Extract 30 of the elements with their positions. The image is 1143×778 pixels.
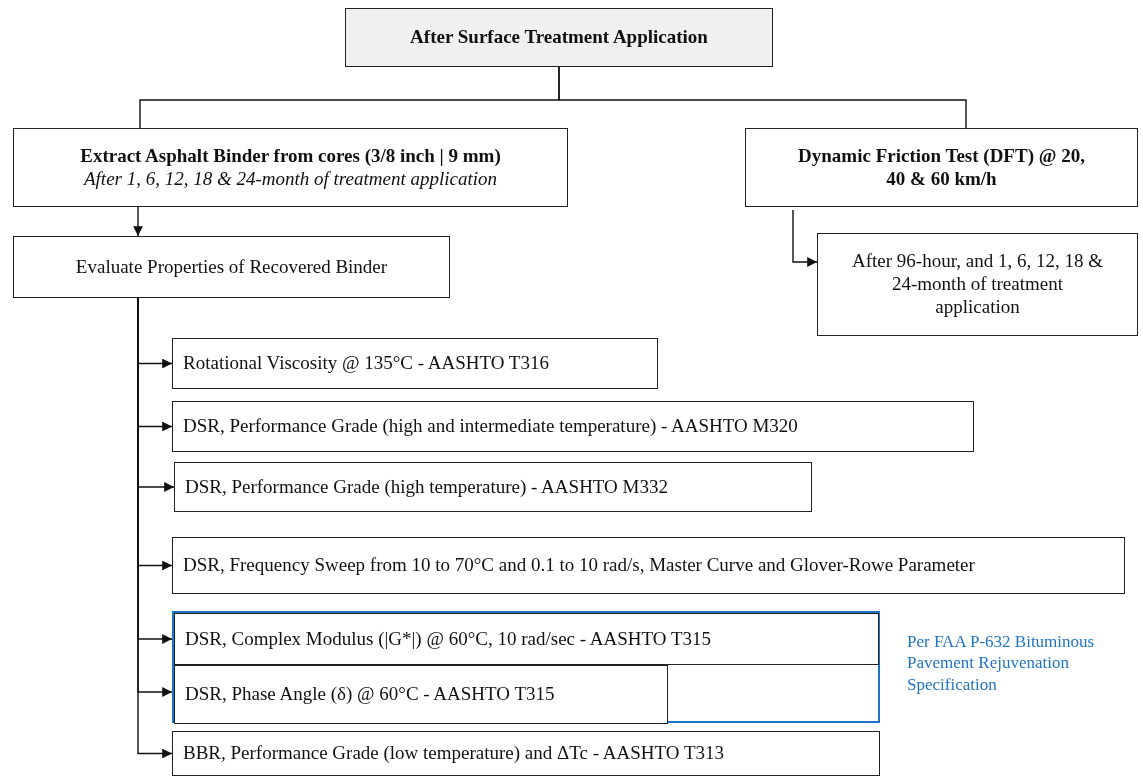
process-box (13, 128, 568, 207)
box-title: DSR, Performance Grade (high temperature) - AASHTO M332 (185, 475, 668, 499)
box-subtitle: After 1, 6, 12, 18 & 24-month of treatment application (83, 167, 497, 191)
process-box (172, 537, 1125, 594)
box-title: After Surface Treatment Application (410, 26, 708, 49)
process-box (174, 665, 668, 724)
connector-line (558, 66, 967, 129)
process-box (172, 401, 974, 452)
side-note: Per FAA P-632 Bituminous Pavement Rejuvenation Specification (907, 631, 1096, 695)
process-box (172, 731, 880, 776)
process-box (13, 236, 450, 298)
process-box (817, 233, 1138, 336)
box-title: DSR, Complex Modulus (|G*|) @ 60°C, 10 rad/sec - AASHTO T315 (185, 627, 711, 651)
process-box (172, 338, 658, 389)
box-title: DSR, Performance Grade (high and intermediate temperature) - AASHTO M320 (183, 415, 798, 438)
box-title: Evaluate Properties of Recovered Binder (75, 255, 388, 279)
arrow (792, 209, 818, 267)
process-box (174, 462, 812, 512)
box-title: After 96-hour, and 1, 6, 12, 18 & 24-month of treatment application (851, 250, 1104, 319)
box-title: Rotational Viscosity @ 135°C - AASHTO T316 (183, 352, 549, 375)
heading-box (345, 8, 773, 67)
group-frame (172, 611, 880, 723)
box-title: BBR, Performance Grade (low temperature) and ΔTc - AASHTO T313 (183, 742, 724, 765)
box-title: Dynamic Friction Test (DFT) @ 20, 40 & 60 km/h (797, 144, 1086, 191)
box-title: DSR, Phase Angle (δ) @ 60°C - AASHTO T315 (185, 683, 555, 706)
box-title: Extract Asphalt Binder from cores (3/8 inch | 9 mm) (80, 144, 501, 168)
box-title: DSR, Frequency Sweep from 10 to 70°C and 0.1 to 10 rad/s, Master Curve and Glover-Rowe Parameter (183, 554, 975, 577)
process-box (174, 613, 879, 665)
process-box (745, 128, 1138, 207)
arrow (133, 206, 143, 237)
